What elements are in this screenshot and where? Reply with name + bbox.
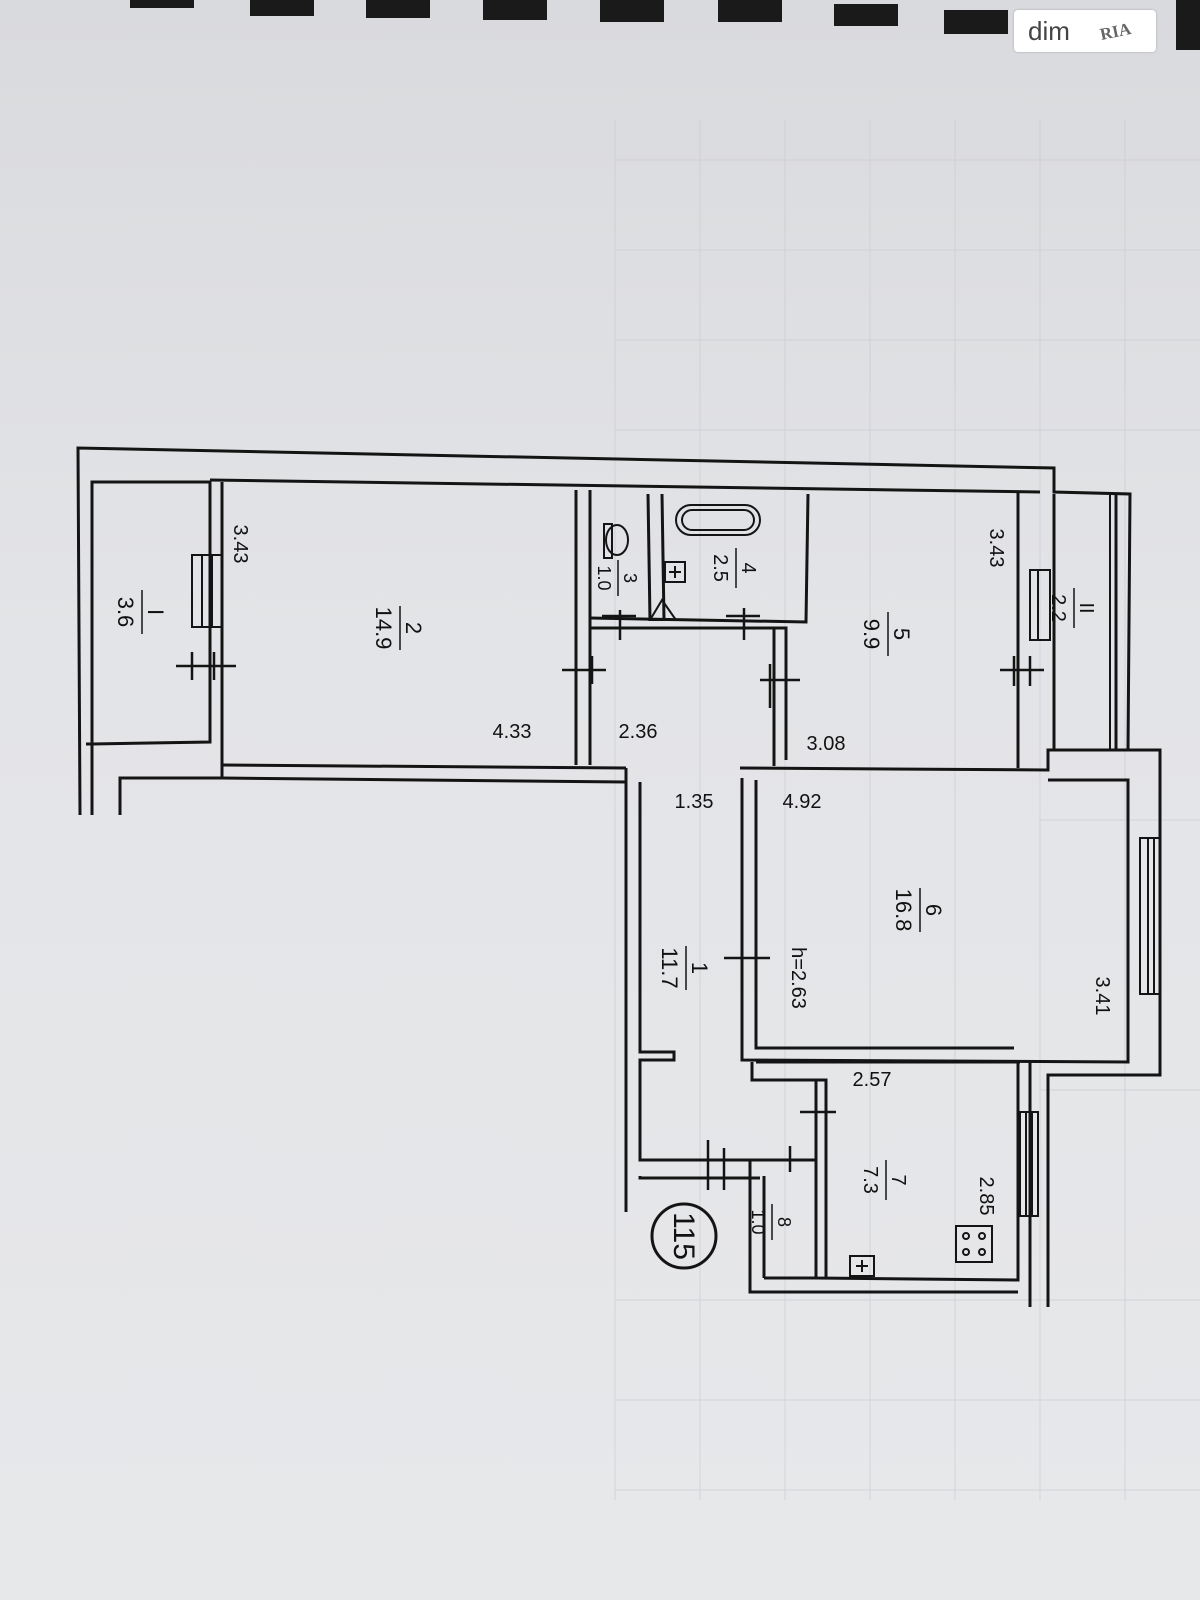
room-6-number: 6 [921,904,946,916]
room-8-area: 1.0 [748,1209,768,1234]
room-7-area: 7.3 [859,1166,881,1194]
binder-strip [130,0,1200,50]
room-8-label: 81.0 [748,1204,794,1240]
stove-icon [955,1225,993,1263]
dimension-label: 3.43 [985,529,1007,568]
hall-1-label: 111.7 [657,946,712,990]
balcony-1-number: I [143,609,168,615]
watermark-sub: RIA [1098,18,1133,45]
dimension-label: 3.41 [1091,977,1113,1016]
dimension-label: 3.08 [807,733,846,755]
toilet-icon [605,524,629,556]
room-5-label: 59.9 [859,612,914,656]
room-2-area: 14.9 [371,607,396,650]
doors [176,608,1044,1190]
dimension-label: 4.33 [493,721,532,743]
balcony-2-area: 2.2 [1047,594,1069,622]
sink-icon [664,561,686,583]
shower-drain-icon [648,598,678,621]
room-3-label: 31.0 [594,560,640,596]
dimension-label: 3.43 [229,525,251,564]
room-5-number: 5 [889,628,914,640]
room-7-label: 77.3 [859,1160,909,1200]
hall-1-area: 11.7 [657,947,682,988]
windows [191,494,1161,1217]
room-5-area: 9.9 [859,619,884,650]
room-4-label: 42.5 [709,548,759,588]
plan-number: 115 [667,1212,700,1260]
ceiling-height: h=2.63 [787,947,809,1009]
watermark-brand: dim [1028,16,1070,46]
balcony-2-number: II [1075,602,1097,613]
balcony-2-label: II 2.2 [1047,588,1097,628]
watermark-logo: dim RIA [1014,10,1156,52]
dimension-label: 2.57 [853,1069,892,1091]
room-2-label: 214.9 [371,606,426,650]
dimension-label: 2.85 [975,1177,997,1216]
room-6-area: 16.8 [891,889,916,932]
walls [76,446,1162,1307]
room-7-number: 7 [887,1174,909,1185]
room-6-label: 616.8 [891,888,946,932]
balcony-1-area: 3.6 [113,597,138,628]
bathtub-icon [675,504,761,536]
room-2-number: 2 [401,622,426,634]
room-3-number: 3 [620,573,640,583]
hall-1-number: 1 [687,962,712,974]
dimension-label: 4.92 [783,791,822,813]
balcony-1-label: I 3.6 [113,590,168,634]
room-3-area: 1.0 [594,565,614,590]
dimension-label: 2.36 [619,721,658,743]
plan-number-circle [650,1202,718,1270]
room-8-number: 8 [774,1217,794,1227]
room-4-number: 4 [737,562,759,573]
background-grid [614,120,1200,1500]
fixtures [603,504,993,1277]
dimension-label: 1.35 [675,791,714,813]
kitchen-sink-icon [849,1255,875,1277]
room-4-area: 2.5 [709,554,731,582]
